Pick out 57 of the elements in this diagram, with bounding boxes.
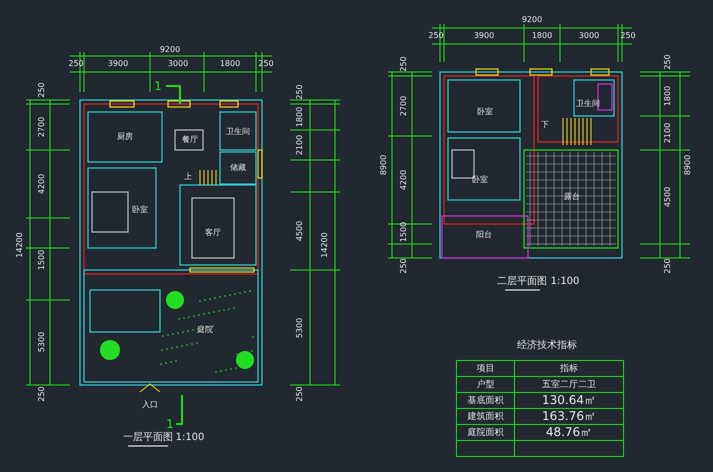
dimension-text: 3000 xyxy=(168,60,188,68)
room-label: 餐厅 xyxy=(182,136,198,144)
dimension-text: 1800 xyxy=(532,32,552,40)
dimension-text: 1800 xyxy=(664,86,672,106)
drawing-title: 一层平面图 xyxy=(123,433,173,443)
room-label: 上 xyxy=(184,173,192,181)
room-label: 卧室 xyxy=(132,206,148,214)
dimension-text: 4200 xyxy=(38,174,46,194)
room-label: 下 xyxy=(541,121,549,129)
room-label: 露台 xyxy=(564,193,580,201)
dimension-text: 5300 xyxy=(296,318,304,338)
dimension-text: 8900 xyxy=(380,154,388,176)
dimension-text: 8900 xyxy=(684,154,692,176)
room-label: 客厅 xyxy=(205,229,221,237)
dimension-text: 2100 xyxy=(296,134,304,156)
room-label: 卫生间 xyxy=(226,128,250,136)
room-label: 庭院 xyxy=(197,326,213,334)
dimension-text: 9200 xyxy=(160,46,180,54)
room-label: 卧室 xyxy=(472,176,488,184)
dimension-text: 250 xyxy=(296,386,304,402)
room-label: 厨房 xyxy=(117,133,133,141)
dimension-text: 4500 xyxy=(664,186,672,208)
scale-text: 1:100 xyxy=(176,433,204,443)
drawing-title: 二层平面图 xyxy=(497,277,547,287)
dimension-text: 250 xyxy=(296,84,304,100)
table-title: 经济技术指标 xyxy=(517,341,577,351)
dimension-text: 14200 xyxy=(321,232,329,258)
dimension-text: 1500 xyxy=(38,250,46,270)
section-mark: 1 xyxy=(166,418,174,430)
dimension-text: 2700 xyxy=(38,116,46,138)
scale-text: 1:100 xyxy=(550,277,580,287)
dimension-text: 250 xyxy=(400,56,408,72)
dimension-text: 250 xyxy=(664,258,672,274)
dimension-text: 9200 xyxy=(522,16,542,24)
dimension-text: 4200 xyxy=(400,170,408,190)
section-mark: 1 xyxy=(154,80,162,92)
room-label: 入口 xyxy=(142,401,158,409)
dimension-text: 14200 xyxy=(16,232,24,258)
dimension-text: 250 xyxy=(400,258,408,274)
room-label: 储藏 xyxy=(230,164,246,172)
dimension-text: 3900 xyxy=(474,32,494,40)
dimension-text: 1500 xyxy=(400,222,408,242)
dimension-text: 4500 xyxy=(296,220,304,242)
table-cell: 项目 xyxy=(456,360,515,377)
dimension-text: 1800 xyxy=(296,106,304,128)
dimension-text: 250 xyxy=(38,82,46,98)
dimension-text: 2100 xyxy=(664,122,672,144)
dimension-text: 3900 xyxy=(108,60,128,68)
dimension-text: 3000 xyxy=(578,32,600,40)
dimension-text: 1800 xyxy=(220,60,240,68)
room-label: 卧室 xyxy=(477,108,493,116)
dimension-text: 5300 xyxy=(38,332,46,352)
room-label: 阳台 xyxy=(476,231,492,239)
dimension-text: 250 xyxy=(664,54,672,70)
table-cell: 指标 xyxy=(514,360,624,377)
dimension-text: 2700 xyxy=(400,96,408,116)
dimension-text: 250 xyxy=(38,386,46,402)
